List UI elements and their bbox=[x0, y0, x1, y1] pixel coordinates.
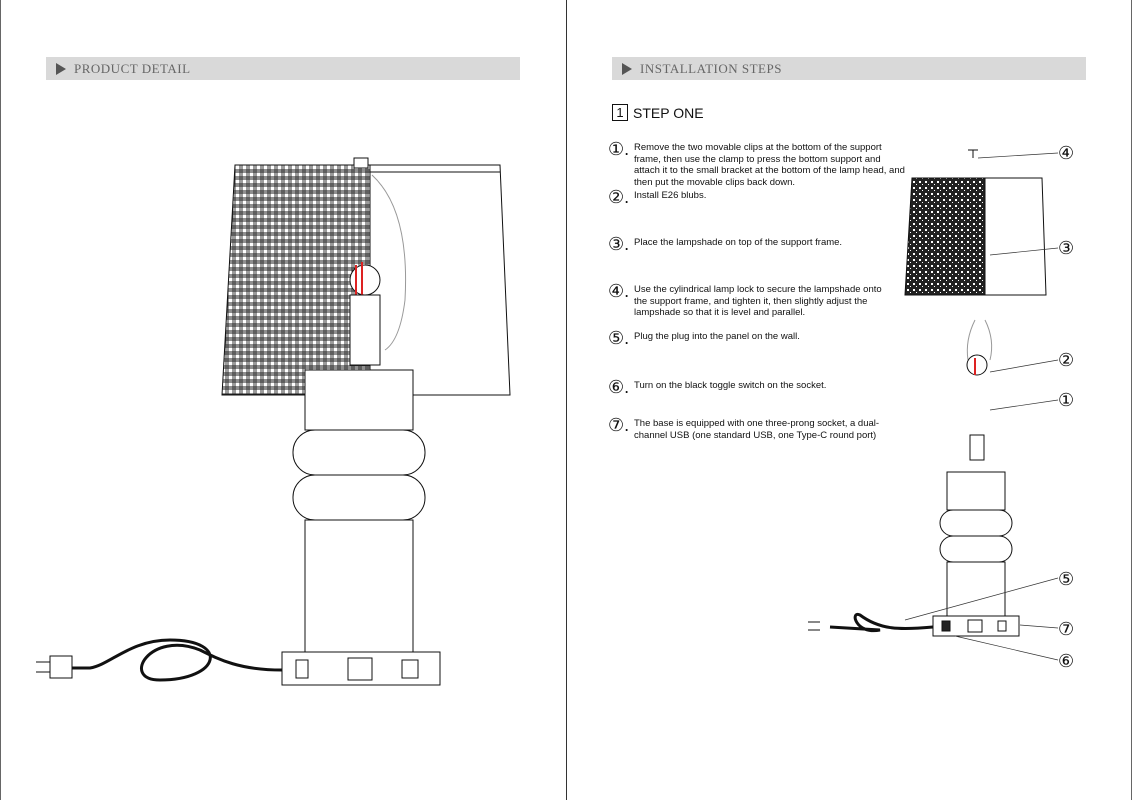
instruction-text: Use the cylindrical lamp lock to secure … bbox=[634, 284, 882, 318]
instruction-text: Turn on the black toggle switch on the s… bbox=[634, 380, 827, 391]
callout-1: ① bbox=[1058, 390, 1075, 410]
instruction-item: ⑦.The base is equipped with one three-pr… bbox=[608, 415, 908, 441]
instruction-item: ⑥. Turn on the black toggle switch on the… bbox=[608, 377, 908, 397]
callout-5: ⑤ bbox=[1058, 569, 1075, 589]
step-number: 1 bbox=[612, 104, 628, 121]
callout-7: ⑦ bbox=[1058, 619, 1075, 639]
marker: ②. bbox=[608, 187, 630, 207]
header-label: PRODUCT DETAIL bbox=[74, 60, 191, 76]
callout-3: ③ bbox=[1058, 238, 1075, 258]
instruction-text: Install E26 blubs. bbox=[634, 190, 707, 201]
installation-lamp-drawing bbox=[808, 149, 1059, 661]
marker: ④. bbox=[608, 281, 630, 301]
page-divider bbox=[566, 0, 567, 800]
triangle-icon bbox=[56, 62, 66, 75]
instruction-item: ①.Remove the two movable clips at the bo… bbox=[608, 139, 908, 188]
instruction-item: ⑤. Plug the plug into the panel on the wa… bbox=[608, 328, 908, 348]
triangle-icon bbox=[622, 62, 632, 75]
instruction-text: The base is equipped with one three-pron… bbox=[634, 418, 880, 441]
instruction-item: ②. Install E26 blubs. bbox=[608, 187, 908, 207]
marker: ③. bbox=[608, 234, 630, 254]
marker: ⑤. bbox=[608, 328, 630, 348]
instruction-text: Place the lampshade on top of the suppor… bbox=[634, 237, 843, 248]
step-title: 1 STEP ONE bbox=[612, 104, 704, 121]
marker: ①. bbox=[608, 139, 630, 159]
header-label: INSTALLATION STEPS bbox=[640, 60, 782, 76]
marker: ⑦. bbox=[608, 415, 630, 435]
instruction-text: Remove the two movable clips at the bott… bbox=[634, 142, 905, 188]
instruction-item: ③. Place the lampshade on top of the supp… bbox=[608, 234, 908, 254]
marker: ⑥. bbox=[608, 377, 630, 397]
page-edge-left bbox=[0, 0, 1, 800]
instruction-item: ④.Use the cylindrical lamp lock to secur… bbox=[608, 281, 893, 319]
callout-4: ④ bbox=[1058, 143, 1075, 163]
installation-steps-header: INSTALLATION STEPS bbox=[612, 57, 1086, 80]
product-lamp-drawing bbox=[36, 157, 511, 686]
callout-2: ② bbox=[1058, 350, 1075, 370]
instruction-text: Plug the plug into the panel on the wall… bbox=[634, 331, 800, 342]
step-label: STEP ONE bbox=[633, 104, 704, 121]
product-detail-header: PRODUCT DETAIL bbox=[46, 57, 520, 80]
callout-6: ⑥ bbox=[1058, 651, 1075, 671]
